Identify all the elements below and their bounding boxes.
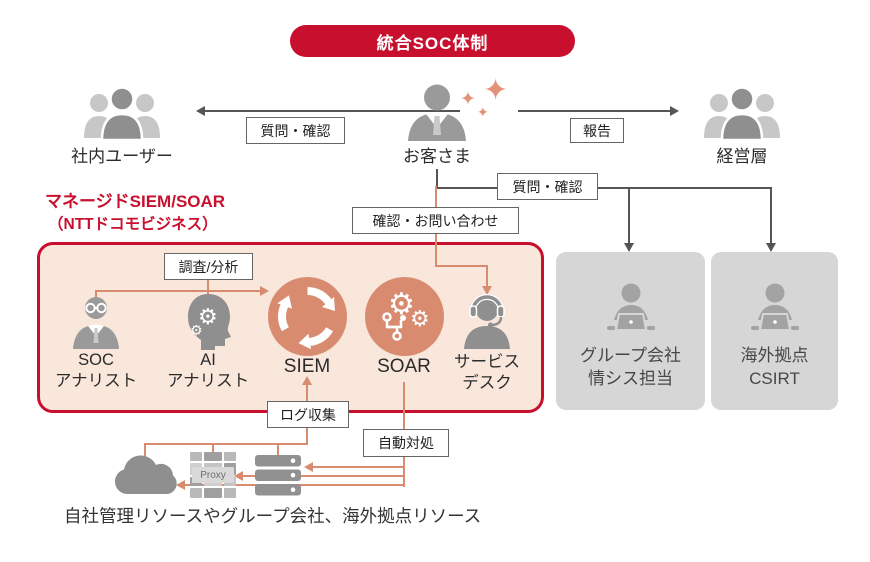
question-confirm-tag-left: 質問・確認 <box>246 117 345 144</box>
flow-line <box>518 110 670 112</box>
flow-line <box>628 187 630 243</box>
ai-analyst-label-line2: アナリスト <box>166 372 250 390</box>
flow-line <box>207 280 209 292</box>
group-company-label-line1: グループ会社 <box>580 346 681 365</box>
flow-line <box>435 265 488 267</box>
svg-text:⚙: ⚙ <box>198 305 218 330</box>
overseas-csirt-box: 海外拠点 CSIRT <box>711 252 838 410</box>
flow-line <box>312 466 405 468</box>
flow-line <box>144 443 308 445</box>
arrowhead-icon <box>304 462 313 472</box>
service-desk-label: サービス デスク <box>447 352 527 394</box>
flow-line <box>241 475 405 477</box>
soc-analyst-label: SOC アナリスト <box>46 350 146 392</box>
management-label: 経営層 <box>716 147 768 166</box>
arrowhead-icon <box>260 286 269 296</box>
ai-analyst-label: AI アナリスト <box>158 350 258 392</box>
siem-icon <box>268 277 347 356</box>
flow-line <box>770 187 772 243</box>
overseas-csirt-label-line1: 海外拠点 <box>740 346 809 365</box>
overseas-csirt-label: 海外拠点 CSIRT <box>741 344 809 390</box>
service-desk-label-line2: デスク <box>462 374 512 392</box>
group-company-label: グループ会社 情シス担当 <box>580 344 681 390</box>
cloud-icon <box>114 455 177 495</box>
sparkle-icon: ✦ <box>477 104 489 120</box>
arrowhead-icon <box>624 243 634 252</box>
arrowhead-icon <box>176 480 185 490</box>
question-confirm-tag-right: 質問・確認 <box>497 173 598 200</box>
soc-analyst-icon <box>73 297 119 349</box>
flow-line <box>277 443 279 455</box>
soc-analyst-label-line1: SOC <box>78 351 114 369</box>
soc-analyst-label-line2: アナリスト <box>54 372 138 390</box>
integrated-soc-banner: 統合SOC体制 <box>290 25 575 57</box>
confirm-inquiry-tag: 確認・お問い合わせ <box>352 207 519 234</box>
flow-line <box>436 169 438 189</box>
server-icon <box>255 455 301 496</box>
flow-line <box>95 290 97 303</box>
proxy-label: Proxy <box>192 467 234 483</box>
soar-label: SOAR <box>377 356 431 377</box>
sparkle-icon: ✦ <box>460 89 476 110</box>
siem-label: SIEM <box>283 356 331 377</box>
arrowhead-icon <box>766 243 776 252</box>
investigation-analysis-tag: 調査/分析 <box>164 253 253 280</box>
service-desk-icon <box>464 294 510 349</box>
log-collection-tag: ログ収集 <box>267 401 349 428</box>
managed-service-title-line2: （NTTドコモビジネス） <box>48 216 218 233</box>
flow-line <box>306 428 308 445</box>
arrowhead-icon <box>482 286 492 295</box>
service-desk-label-line1: サービス <box>454 353 520 371</box>
soar-icon: ⚙ ⚙ <box>365 277 444 356</box>
group-company-label-line2: 情シス担当 <box>587 369 673 388</box>
flow-line <box>306 384 308 401</box>
overseas-csirt-label-line2: CSIRT <box>749 369 800 388</box>
report-tag: 報告 <box>570 118 624 143</box>
sparkle-icon: ✦ <box>483 74 509 107</box>
svg-text:⚙: ⚙ <box>410 307 430 332</box>
arrowhead-icon <box>196 106 205 116</box>
flow-line <box>212 443 214 452</box>
gears-flow-icon: ⚙ ⚙ <box>382 287 430 341</box>
flow-line <box>144 443 146 457</box>
flow-line <box>486 265 488 287</box>
managed-service-title-line1: マネージドSIEM/SOAR <box>45 192 226 211</box>
managed-service-title: マネージドSIEM/SOAR （NTTドコモビジネス） <box>45 187 225 234</box>
flow-line <box>437 187 772 189</box>
group-company-box: グループ会社 情シス担当 <box>556 252 705 410</box>
management-group-icon <box>704 86 780 142</box>
flow-line <box>95 290 260 292</box>
ai-analyst-label-line1: AI <box>200 351 216 369</box>
ai-analyst-icon: ⚙ ⚙ <box>188 294 231 350</box>
proxy-icon: Proxy <box>190 452 236 498</box>
internal-users-label: 社内ユーザー <box>71 147 173 166</box>
person-laptop-icon <box>606 283 655 331</box>
arrowhead-icon <box>670 106 679 116</box>
arrowhead-icon <box>302 376 312 385</box>
resources-caption: 自社管理リソースやグループ会社、海外拠点リソース <box>64 506 482 526</box>
svg-text:⚙: ⚙ <box>190 323 203 339</box>
person-laptop-icon <box>750 283 799 331</box>
cycle-arrows-icon <box>277 286 335 350</box>
arrowhead-icon <box>234 471 243 481</box>
flow-line <box>205 110 460 112</box>
auto-remediation-tag: 自動対処 <box>363 429 449 457</box>
customer-label: お客さま <box>403 147 471 166</box>
internal-users-group-icon <box>84 86 160 142</box>
customer-icon <box>408 84 466 141</box>
